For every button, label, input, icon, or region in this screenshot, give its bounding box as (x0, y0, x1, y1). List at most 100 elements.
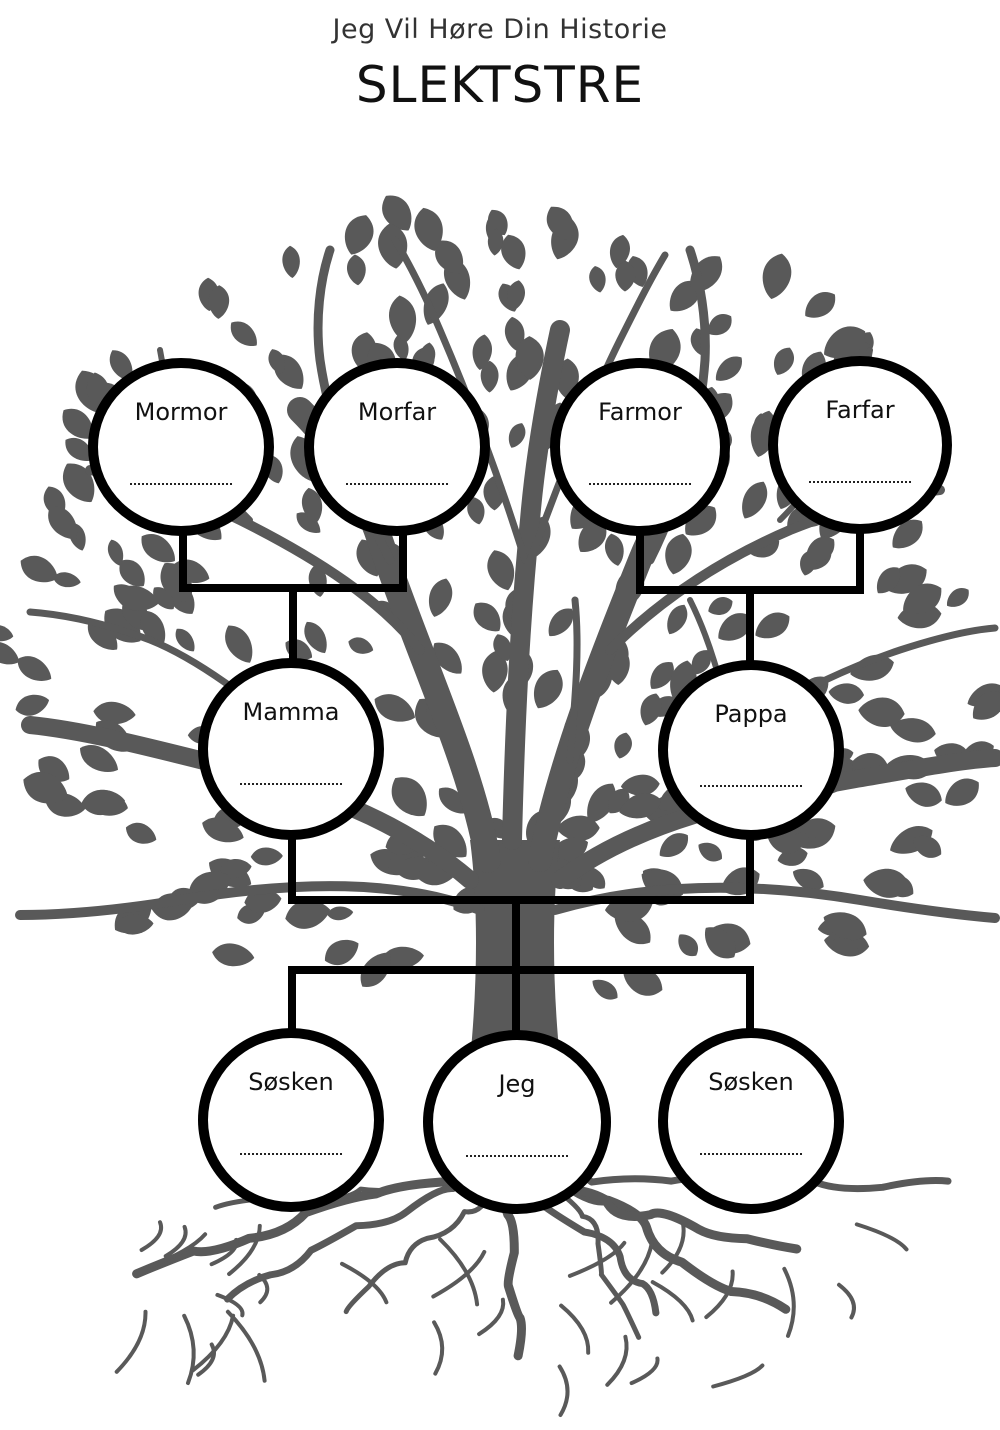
name-line[interactable] (346, 483, 448, 485)
leaf (773, 347, 795, 375)
rootlet (182, 1313, 196, 1385)
member-morfar[interactable]: Morfar (304, 358, 490, 536)
member-label: Pappa (714, 700, 788, 728)
leaf (858, 697, 905, 727)
name-line[interactable] (240, 783, 342, 785)
leaf (592, 979, 618, 1000)
leaf (659, 833, 688, 857)
leaf (344, 215, 374, 255)
leaf (482, 650, 508, 693)
rootlet (650, 1280, 695, 1323)
leaf (582, 866, 606, 889)
leaf (225, 625, 253, 663)
member-label: Jeg (498, 1070, 536, 1098)
rootlet (854, 1222, 909, 1252)
member-farmor[interactable]: Farmor (550, 358, 730, 536)
name-line[interactable] (700, 1153, 802, 1155)
name-line[interactable] (809, 481, 911, 483)
leaf (501, 234, 526, 270)
leaf (824, 326, 866, 359)
leaf (515, 336, 544, 380)
leaf (667, 604, 688, 635)
leaf (589, 265, 606, 293)
leaf (389, 295, 416, 343)
leaf (504, 316, 525, 352)
leaf (115, 914, 154, 935)
leaf (212, 943, 255, 967)
leaf (282, 245, 300, 279)
leaf (114, 585, 160, 611)
leaf (414, 207, 443, 251)
leaf (805, 292, 836, 318)
member-pappa[interactable]: Pappa (658, 660, 844, 840)
rootlet (557, 1364, 570, 1417)
leaf (378, 223, 408, 269)
leaf (480, 360, 499, 393)
leaf (665, 533, 692, 575)
leaf (620, 774, 660, 796)
rootlet (782, 1266, 796, 1338)
leaf (708, 597, 733, 615)
leaf (605, 533, 624, 566)
leaf (141, 534, 175, 563)
leaf (609, 234, 630, 269)
connector-lines (179, 524, 864, 1034)
leaf (250, 847, 283, 866)
leaf (62, 408, 94, 439)
leaf (800, 550, 817, 576)
leaf (125, 822, 157, 844)
member-mormor[interactable]: Mormor (88, 358, 274, 536)
leaf (285, 900, 331, 929)
leaf (708, 314, 732, 336)
leaf (614, 732, 632, 759)
member-sibling-right[interactable]: Søsken (658, 1028, 844, 1214)
rootlet (438, 1237, 480, 1307)
leaf (755, 612, 790, 639)
name-line[interactable] (130, 483, 232, 485)
page-title: SLEKTSTRE (355, 56, 645, 114)
member-label: Søsken (248, 1068, 334, 1096)
leaf (467, 497, 485, 525)
leaf (823, 912, 867, 941)
rootlet (190, 1313, 236, 1373)
leaf (890, 718, 936, 743)
rootlet (139, 1220, 164, 1252)
leaf (698, 842, 722, 862)
leaf (691, 650, 711, 675)
name-line[interactable] (700, 785, 802, 787)
member-label: Farmor (598, 398, 682, 426)
leaf (718, 613, 752, 641)
name-line[interactable] (589, 483, 691, 485)
leaf (863, 868, 910, 898)
leaf (324, 939, 359, 966)
rootlet (567, 1240, 627, 1278)
rootlet (143, 1232, 208, 1271)
rootlet (477, 1297, 506, 1337)
name-line[interactable] (240, 1153, 342, 1155)
member-farfar[interactable]: Farfar (768, 356, 952, 534)
rootlet (340, 1261, 389, 1305)
leaf (905, 782, 942, 807)
leaf (23, 772, 68, 804)
leaf (93, 701, 136, 725)
leaf (903, 583, 942, 614)
leaf (533, 669, 563, 709)
member-mamma[interactable]: Mamma (198, 658, 384, 840)
leaf (546, 206, 574, 240)
leaf (587, 783, 616, 823)
rootlet (629, 1356, 660, 1386)
leaf (208, 285, 230, 319)
leaf (472, 334, 492, 370)
member-me[interactable]: Jeg (423, 1030, 611, 1214)
leaf (678, 934, 698, 957)
leaf (268, 349, 285, 374)
leaf (578, 521, 607, 552)
leaf (301, 487, 323, 524)
rootlet (609, 1240, 654, 1305)
name-line[interactable] (466, 1155, 568, 1157)
leaf (374, 694, 416, 722)
member-sibling-left[interactable]: Søsken (198, 1028, 384, 1212)
rootlet (837, 1282, 856, 1320)
leaf (17, 656, 52, 681)
